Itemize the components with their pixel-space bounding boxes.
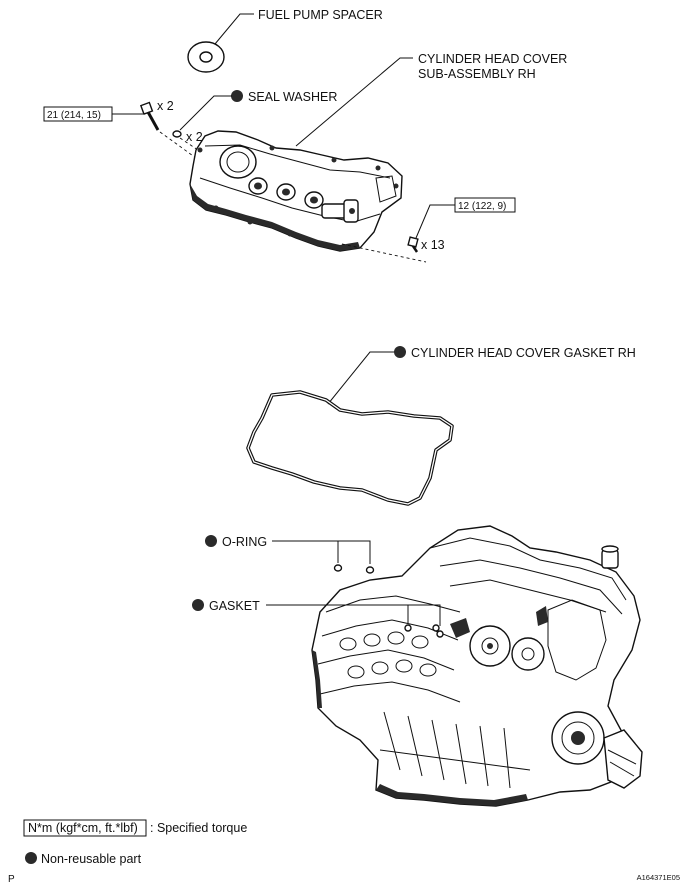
- gasket-nonreusable-icon: [192, 599, 204, 611]
- seal-washer-nonreusable-icon: [231, 90, 243, 102]
- gasket-label: GASKET: [209, 599, 260, 613]
- gasket-rh-leader: [327, 351, 394, 405]
- stud-torque-value: 21 (214, 15): [47, 110, 101, 121]
- head-cover-label-line2: SUB-ASSEMBLY RH: [418, 67, 536, 81]
- cylinder-head-cover-gasket-part: [246, 390, 454, 506]
- cylinder-head-cover-part: [189, 130, 403, 252]
- gasket-rh-nonreusable-icon: [394, 346, 406, 358]
- fuel-pump-spacer-leader: [214, 13, 254, 45]
- seal-washer-label: SEAL WASHER: [248, 90, 337, 104]
- o-ring-nonreusable-icon: [205, 535, 217, 547]
- stud-dash-line: [159, 131, 197, 159]
- o-ring-label: O-RING: [222, 535, 267, 549]
- stud-bolt-part: [139, 101, 160, 131]
- engine-assembly-part: [311, 525, 643, 807]
- legend-torque-units: N*m (kgf*cm, ft.*lbf): [28, 821, 138, 835]
- head-cover-label-line1: CYLINDER HEAD COVER: [418, 52, 567, 66]
- stud-qty: x 2: [157, 99, 174, 113]
- legend-nonreusable-icon: [25, 852, 37, 864]
- o-ring-leader: [272, 540, 371, 564]
- footer-left-code: P: [8, 874, 15, 885]
- bolt-torque-leader: [415, 204, 455, 239]
- head-cover-bolt-part: [407, 236, 419, 253]
- seal-washer-part: [172, 130, 182, 138]
- gasket-rh-label: CYLINDER HEAD COVER GASKET RH: [411, 346, 636, 360]
- bolt-torque-value: 12 (122, 9): [458, 201, 506, 212]
- washer-dash-line: [179, 137, 199, 151]
- legend-nonreusable-label: Non-reusable part: [41, 852, 142, 866]
- figure-id: A164371E05: [637, 873, 680, 882]
- gasket-leader: [266, 604, 441, 626]
- fuel-pump-spacer-label: FUEL PUMP SPACER: [258, 8, 383, 22]
- legend-torque-box: [23, 819, 147, 837]
- bolt-qty: x 13: [421, 238, 445, 252]
- legend-torque-description: : Specified torque: [150, 821, 247, 835]
- seal-washer-leader: [179, 95, 232, 131]
- fuel-pump-spacer-part: [187, 41, 225, 73]
- head-cover-leader: [295, 57, 413, 147]
- bolt-dash-line: [341, 243, 427, 263]
- seal-washer-qty: x 2: [186, 130, 203, 144]
